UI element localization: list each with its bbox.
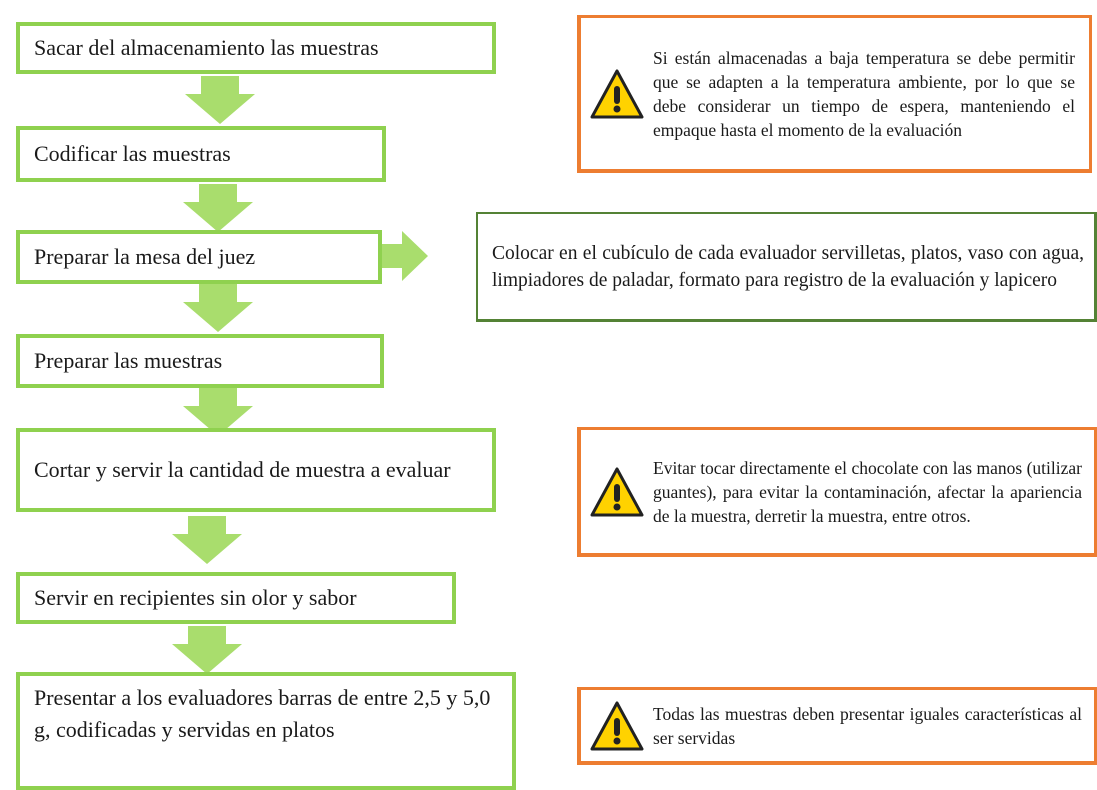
arrow-down-icon: [183, 388, 253, 436]
arrow-down-icon: [183, 284, 253, 332]
note-text: Evitar tocar directamente el chocolate c…: [653, 457, 1082, 526]
step-box-4: Preparar las muestras: [16, 334, 384, 388]
warning-icon: [590, 467, 644, 516]
warning-icon: [590, 69, 644, 118]
step-box-5: Cortar y servir la cantidad de muestra a…: [16, 428, 496, 512]
step-label: Servir en recipientes sin olor y sabor: [34, 585, 357, 610]
arrow-right-icon: [382, 231, 428, 281]
step-label: Preparar las muestras: [34, 348, 223, 373]
warning-note-uniformity: Todas las muestras deben presentar igual…: [577, 687, 1097, 765]
step-box-1: Sacar del almacenamiento las muestras: [16, 22, 496, 74]
note-text: Todas las muestras deben presentar igual…: [653, 703, 1082, 748]
arrow-down-icon: [183, 184, 253, 232]
warning-note-storage: Si están almacenadas a baja temperatura …: [577, 15, 1092, 173]
warning-note-handling: Evitar tocar directamente el chocolate c…: [577, 427, 1097, 557]
warning-icon: [590, 701, 644, 750]
note-text: Si están almacenadas a baja temperatura …: [653, 47, 1075, 140]
step-box-6: Servir en recipientes sin olor y sabor: [16, 572, 456, 624]
arrow-down-icon: [185, 76, 255, 124]
info-note-table-setup: Colocar en el cubículo de cada evaluador…: [476, 212, 1097, 322]
step-box-3: Preparar la mesa del juez: [16, 230, 382, 284]
step-label: Cortar y servir la cantidad de muestra a…: [34, 457, 451, 482]
arrow-down-icon: [172, 626, 242, 674]
step-label: Presentar a los evaluadores barras de en…: [34, 685, 491, 742]
step-box-7: Presentar a los evaluadores barras de en…: [16, 672, 516, 790]
step-box-2: Codificar las muestras: [16, 126, 386, 182]
step-label: Sacar del almacenamiento las muestras: [34, 35, 379, 60]
step-label: Preparar la mesa del juez: [34, 244, 256, 269]
step-label: Codificar las muestras: [34, 141, 231, 166]
arrow-down-icon: [172, 516, 242, 564]
note-text: Colocar en el cubículo de cada evaluador…: [492, 242, 1084, 291]
